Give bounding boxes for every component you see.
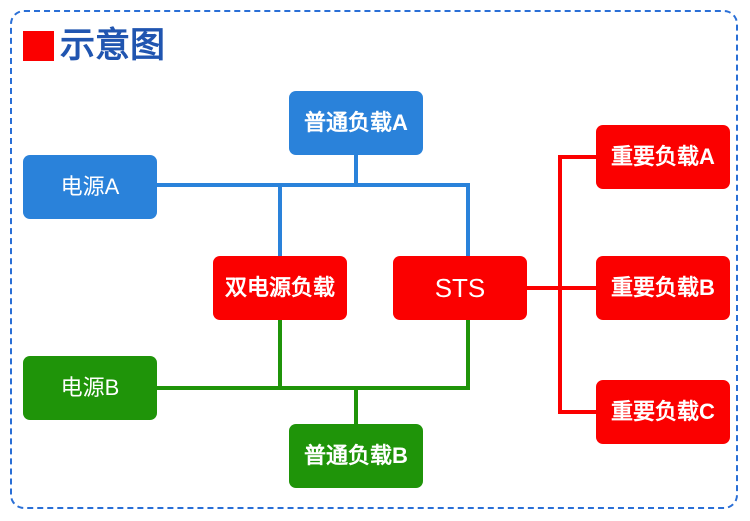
connector-blue-bus — [157, 183, 470, 187]
node-dual-power-load[interactable]: 双电源负载 — [213, 256, 347, 320]
connector-green-to-sts — [466, 318, 470, 390]
diagram-title: 示意图 — [23, 28, 165, 63]
node-key-load-c[interactable]: 重要负载C — [596, 380, 730, 444]
node-power-b-label: 电源B — [60, 375, 120, 400]
connector-red-to-key-load-b — [558, 286, 598, 290]
node-normal-load-a-label: 普通负载A — [304, 110, 408, 135]
node-power-a-label: 电源A — [60, 174, 120, 199]
connector-red-to-key-load-c — [558, 410, 598, 414]
connector-green-bus — [157, 386, 470, 390]
node-key-load-b-label: 重要负载B — [611, 275, 715, 300]
node-key-load-a-label: 重要负载A — [611, 144, 715, 169]
node-normal-load-b-label: 普通负载B — [304, 443, 408, 468]
connector-blue-to-normal-load-a — [354, 153, 358, 187]
connector-blue-to-sts — [466, 183, 470, 258]
node-dual-power-load-label: 双电源负载 — [224, 275, 335, 300]
red-square-marker-icon — [23, 30, 54, 61]
node-sts[interactable]: STS — [393, 256, 527, 320]
node-sts-label: STS — [434, 273, 486, 303]
node-power-a[interactable]: 电源A — [23, 155, 157, 219]
connector-red-to-key-load-a — [558, 155, 598, 159]
connector-sts-stub — [527, 286, 562, 290]
connector-blue-to-dual-power-load — [278, 183, 282, 258]
node-normal-load-a[interactable]: 普通负载A — [289, 91, 423, 155]
node-normal-load-b[interactable]: 普通负载B — [289, 424, 423, 488]
node-key-load-c-label: 重要负载C — [611, 399, 715, 424]
page-title: 示意图 — [60, 26, 166, 65]
node-key-load-a[interactable]: 重要负载A — [596, 125, 730, 189]
connector-green-to-dual-power-load — [278, 318, 282, 390]
connector-red-trunk — [558, 155, 562, 414]
node-key-load-b[interactable]: 重要负载B — [596, 256, 730, 320]
connector-green-to-normal-load-b — [354, 386, 358, 426]
diagram-frame — [10, 10, 738, 509]
node-power-b[interactable]: 电源B — [23, 356, 157, 420]
